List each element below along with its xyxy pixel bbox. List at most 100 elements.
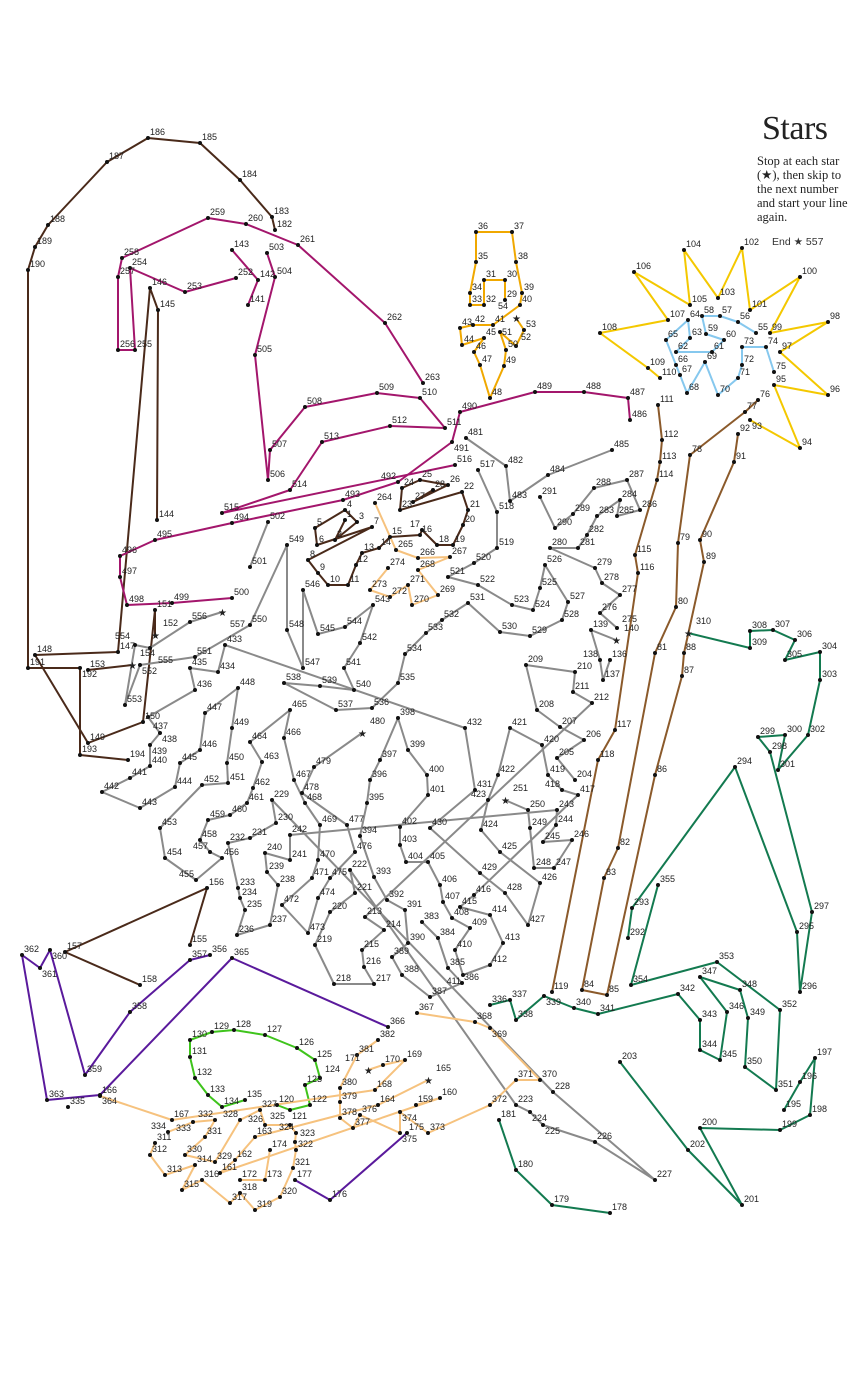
dot bbox=[601, 678, 605, 682]
dot bbox=[740, 363, 744, 367]
dot bbox=[328, 1198, 332, 1202]
dot-number: 420 bbox=[544, 734, 559, 744]
dot bbox=[658, 376, 662, 380]
dot bbox=[676, 541, 680, 545]
dot bbox=[206, 818, 210, 822]
dot bbox=[438, 883, 442, 887]
dot-number: 465 bbox=[292, 699, 307, 709]
dot bbox=[238, 896, 242, 900]
dot bbox=[78, 666, 82, 670]
dot-number: 434 bbox=[220, 661, 235, 671]
dot bbox=[618, 593, 622, 597]
dot bbox=[358, 1113, 362, 1117]
dot bbox=[198, 141, 202, 145]
dot-number: 483 bbox=[512, 490, 527, 500]
dot-number: 46 bbox=[476, 341, 486, 351]
dot bbox=[316, 571, 320, 575]
dot bbox=[345, 823, 349, 827]
dot-number: 267 bbox=[452, 546, 467, 556]
connecting-line-dark-brown bbox=[87, 664, 133, 671]
dot bbox=[626, 396, 630, 400]
dot bbox=[275, 1103, 279, 1107]
dot bbox=[170, 601, 174, 605]
dot bbox=[535, 708, 539, 712]
dot-number: 499 bbox=[174, 592, 189, 602]
dot bbox=[133, 348, 137, 352]
dot-number: 132 bbox=[197, 1067, 212, 1077]
dot-number: 507 bbox=[272, 439, 287, 449]
dot bbox=[514, 260, 518, 264]
dot-number: 527 bbox=[570, 591, 585, 601]
dot bbox=[518, 303, 522, 307]
dot bbox=[472, 893, 476, 897]
dot-number: 257 bbox=[120, 266, 135, 276]
dot bbox=[280, 903, 284, 907]
dot bbox=[446, 575, 450, 579]
dot-number: 408 bbox=[454, 907, 469, 917]
dot-number: 277 bbox=[622, 584, 637, 594]
dot bbox=[294, 1131, 298, 1135]
dot bbox=[234, 276, 238, 280]
dot-number: 216 bbox=[366, 956, 381, 966]
dot-number: 145 bbox=[160, 299, 175, 309]
dot-number: 225 bbox=[545, 1126, 560, 1136]
dot-number: 513 bbox=[324, 431, 339, 441]
dot-number: 177 bbox=[297, 1169, 312, 1179]
dot-number: 498 bbox=[129, 594, 144, 604]
dot bbox=[83, 1073, 87, 1077]
dot bbox=[230, 248, 234, 252]
dot bbox=[188, 666, 192, 670]
dot-number: 287 bbox=[629, 469, 644, 479]
dot bbox=[141, 720, 145, 724]
dot-number: 17 bbox=[410, 519, 420, 529]
dot bbox=[282, 681, 286, 685]
dot-number: 213 bbox=[367, 906, 382, 916]
dot-number: 150 bbox=[145, 711, 160, 721]
dot-number: 452 bbox=[204, 774, 219, 784]
dot bbox=[158, 826, 162, 830]
dot-number: 453 bbox=[162, 817, 177, 827]
dot bbox=[538, 586, 542, 590]
dot bbox=[293, 1178, 297, 1182]
dot-number: 79 bbox=[680, 532, 690, 542]
dot bbox=[716, 393, 720, 397]
connecting-line-peach bbox=[149, 1109, 297, 1211]
dot bbox=[303, 405, 307, 409]
dot-number: 391 bbox=[407, 899, 422, 909]
dot-number: 524 bbox=[535, 599, 550, 609]
dot-number: 90 bbox=[702, 529, 712, 539]
dot-number: 319 bbox=[257, 1199, 272, 1209]
dot bbox=[48, 948, 52, 952]
dot-number: 251 bbox=[513, 783, 528, 793]
dot-number: 56 bbox=[740, 311, 750, 321]
dot bbox=[338, 1116, 342, 1120]
dot bbox=[188, 1055, 192, 1059]
dot bbox=[461, 973, 465, 977]
dot-number: 37 bbox=[514, 221, 524, 231]
dot bbox=[238, 1118, 242, 1122]
dot-number: 336 bbox=[492, 994, 507, 1004]
dot bbox=[313, 1058, 317, 1062]
dot bbox=[473, 788, 477, 792]
dot bbox=[86, 668, 90, 672]
dot-number: 407 bbox=[445, 891, 460, 901]
dot-number: 8 bbox=[310, 549, 315, 559]
dot-number: 111 bbox=[660, 394, 674, 404]
dot-number: 381 bbox=[359, 1044, 374, 1054]
dot bbox=[783, 658, 787, 662]
dot bbox=[332, 982, 336, 986]
dot bbox=[358, 834, 362, 838]
dot bbox=[771, 628, 775, 632]
dot-number: 341 bbox=[600, 1003, 615, 1013]
dot bbox=[471, 323, 475, 327]
dot-number: 385 bbox=[450, 957, 465, 967]
dot-number: 523 bbox=[514, 594, 529, 604]
dot-number: 541 bbox=[346, 657, 361, 667]
dot-number: 125 bbox=[317, 1049, 332, 1059]
dot bbox=[342, 666, 346, 670]
star-stop-icon: ★ bbox=[364, 1066, 373, 1077]
dot bbox=[460, 490, 464, 494]
dot bbox=[605, 993, 609, 997]
dot bbox=[428, 826, 432, 830]
dot-number: 462 bbox=[255, 777, 270, 787]
